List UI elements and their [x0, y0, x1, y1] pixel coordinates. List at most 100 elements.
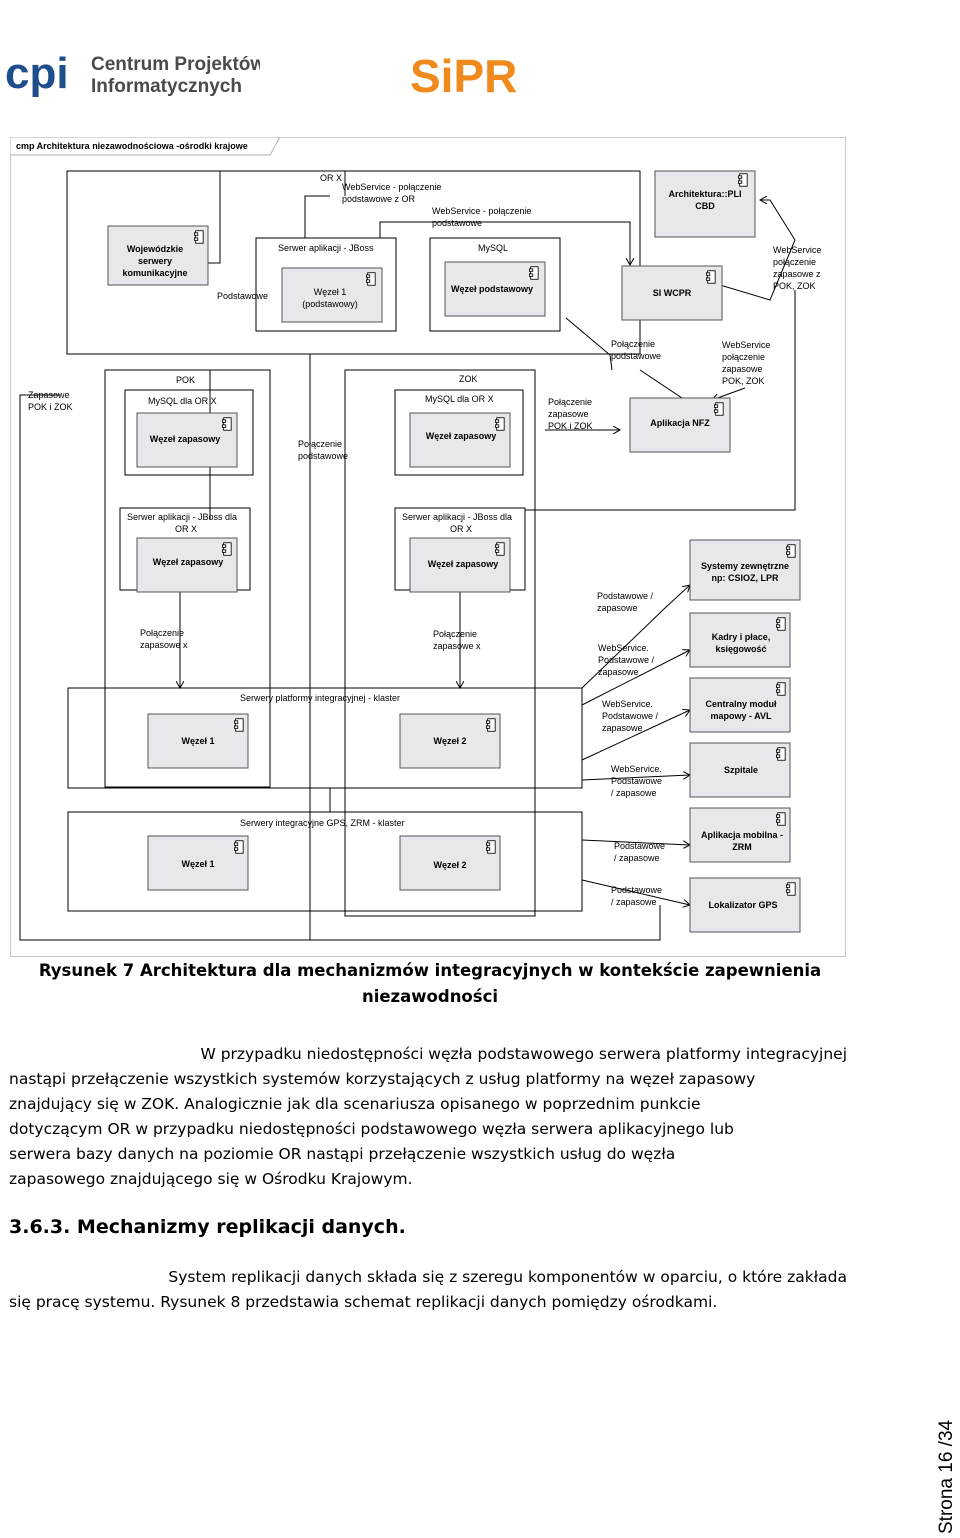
component-icon [738, 173, 748, 187]
connector-label: Połączenie [140, 628, 184, 638]
component-wezel-zapasowy-zok-jboss [409, 537, 511, 593]
component-label: Centralny moduł [705, 699, 777, 709]
component-klaster2-wezel1 [147, 835, 249, 891]
connector-label: Podstawowe [614, 841, 665, 851]
connector-label: Połączenie [611, 339, 655, 349]
component-label: Wojewódzkie [127, 244, 183, 254]
connector-label: Podstawowe [611, 776, 662, 786]
component-label: np: CSIOZ, LPR [712, 573, 779, 583]
component-label: Aplikacja mobilna - [701, 830, 783, 840]
page-number: Strona 16 /34 [936, 1420, 957, 1534]
component-label: Kadry i płace, [712, 632, 771, 642]
component-icon [486, 718, 496, 732]
connector-label: WebService [722, 340, 770, 350]
component-icon [529, 266, 539, 280]
component-icon [776, 747, 786, 761]
group-mysql-zok [394, 389, 524, 476]
connector-label: podstawowe [298, 451, 348, 461]
connector-label: zapasowe x [433, 641, 481, 651]
connector-label: / zapasowe [611, 897, 657, 907]
group-mysql [429, 237, 561, 332]
component-label: serwery [138, 256, 172, 266]
paragraph-line: znajdujący się w ZOK. Analogicznie jak d… [9, 1095, 701, 1113]
component-icon [776, 682, 786, 696]
connector-label: / zapasowe [611, 788, 657, 798]
group-klaster-2 [67, 811, 583, 912]
connector-label: POK i ZOK [548, 421, 593, 431]
group-label: OR X [320, 173, 342, 183]
connector-label: / zapasowe [614, 853, 660, 863]
connector-label: WebService. [611, 764, 662, 774]
group-zok [344, 369, 536, 917]
connector-label: Połączenie [548, 397, 592, 407]
component-klaster2-wezel2 [399, 835, 501, 891]
component-si-wcpr [621, 265, 723, 321]
component-label: Systemy zewnętrzne [701, 561, 789, 571]
group-jboss [255, 237, 397, 332]
component-lokalizator-gps [689, 877, 801, 933]
component-icon [714, 402, 724, 416]
connector-label: Połączenie [298, 439, 342, 449]
connector-label: zapasowe x [140, 640, 188, 650]
component-label: Lokalizator GPS [708, 900, 777, 910]
component-aplikacja-mobilna [689, 807, 791, 863]
component-icon [222, 417, 232, 431]
connector-label: POK, ZOK [773, 281, 816, 291]
connector-label: POK i ZOK [28, 402, 73, 412]
connector-label: WebService [773, 245, 821, 255]
component-label: mapowy - AVL [710, 711, 772, 721]
connector-label: Podstawowe / [598, 655, 655, 665]
connector-label: Podstawowe [611, 885, 662, 895]
paragraph-line: System replikacji danych składa się z sz… [168, 1268, 847, 1286]
component-label: Węzeł zapasowy [150, 434, 221, 444]
connector-label: Podstawowe [217, 291, 268, 301]
sipr-logo-text: SiPR [410, 50, 517, 98]
component-icon [486, 840, 496, 854]
group-label: Serwery platformy integracyjnej - klaste… [240, 693, 400, 703]
connector-label: POK, ZOK [722, 376, 765, 386]
connector-label: podstawowe z OR [342, 194, 416, 204]
component-klaster1-wezel1 [147, 713, 249, 769]
group-label: Serwer aplikacji - JBoss [278, 243, 374, 253]
connector-label: zapasowe [602, 723, 643, 733]
connector-label: zapasowe [722, 364, 763, 374]
component-label: księgowość [715, 644, 766, 654]
group-mysql-pok [124, 389, 254, 476]
component-icon [495, 417, 505, 431]
connector-label: zapasowe z [773, 269, 821, 279]
component-label: Aplikacja NFZ [650, 418, 710, 428]
component-icon [366, 272, 376, 286]
connector-label: zapasowe [597, 603, 638, 613]
component-label: Węzeł podstawowy [451, 284, 533, 294]
cpi-logo-mark: cpi [5, 50, 69, 98]
component-wezel-zapasowy-pok-mysql [136, 412, 238, 468]
component-label: Szpitale [724, 765, 758, 775]
component-szpitale [689, 742, 791, 798]
component-kadry [689, 612, 791, 668]
group-label: OR X [175, 524, 197, 534]
connector-label: WebService - połączenie [342, 182, 441, 192]
component-icon [222, 542, 232, 556]
group-label: ZOK [459, 374, 478, 384]
component-label: SI WCPR [653, 288, 692, 298]
connector-label: zapasowe [598, 667, 639, 677]
component-wezel-zapasowy-pok-jboss [136, 537, 238, 593]
group-label: MySQL dla OR X [425, 394, 494, 404]
paragraph-line: zapasowego znajdującego się w Ośrodku Kr… [9, 1170, 413, 1188]
diagram-title: cmp Architektura niezawodnościowa -ośrod… [16, 141, 248, 151]
component-icon [234, 840, 244, 854]
cpi-logo: cpi Centrum Projektów Informatycznych [5, 50, 260, 98]
connector-label: WebService. [598, 643, 649, 653]
connector-label: Podstawowe / [602, 711, 659, 721]
connector-label: WebService - połączenie [432, 206, 531, 216]
component-label: komunikacyjne [122, 268, 187, 278]
connector-label: Podstawowe / [597, 591, 654, 601]
component-icon [495, 542, 505, 556]
component-label: Węzeł 1 [181, 859, 214, 869]
component-icon [194, 230, 204, 244]
component-label: Węzeł 2 [433, 860, 466, 870]
paragraph-line: dotyczącym OR w przypadku niedostępności… [9, 1120, 734, 1138]
cpi-logo-line1: Centrum Projektów [91, 54, 260, 75]
component-label: Węzeł 1 [181, 736, 214, 746]
